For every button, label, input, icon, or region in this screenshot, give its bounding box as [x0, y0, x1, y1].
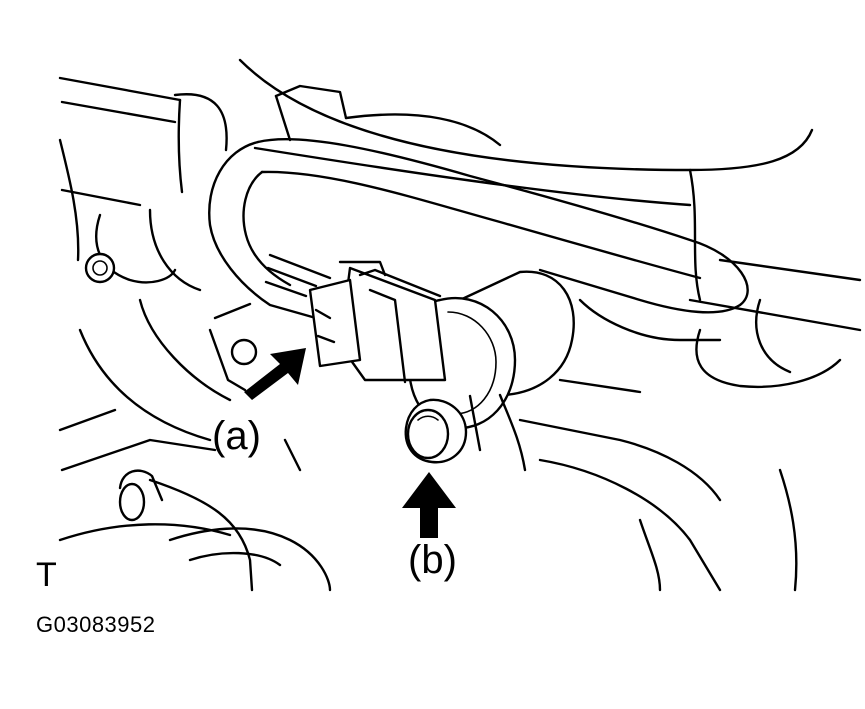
figure-code: G03083952	[36, 612, 156, 637]
arrow-up-icon	[402, 472, 456, 538]
callout-label-a: (a)	[212, 414, 261, 458]
lower-structure	[118, 378, 798, 592]
corner-letter: T	[36, 556, 57, 594]
engine-background-lines	[58, 58, 862, 542]
sensor-body	[308, 260, 575, 472]
callout-label-b: (b)	[408, 538, 457, 582]
arrow-up-right-icon	[244, 348, 306, 400]
bracket-loop	[208, 138, 749, 342]
bolt	[404, 398, 468, 464]
